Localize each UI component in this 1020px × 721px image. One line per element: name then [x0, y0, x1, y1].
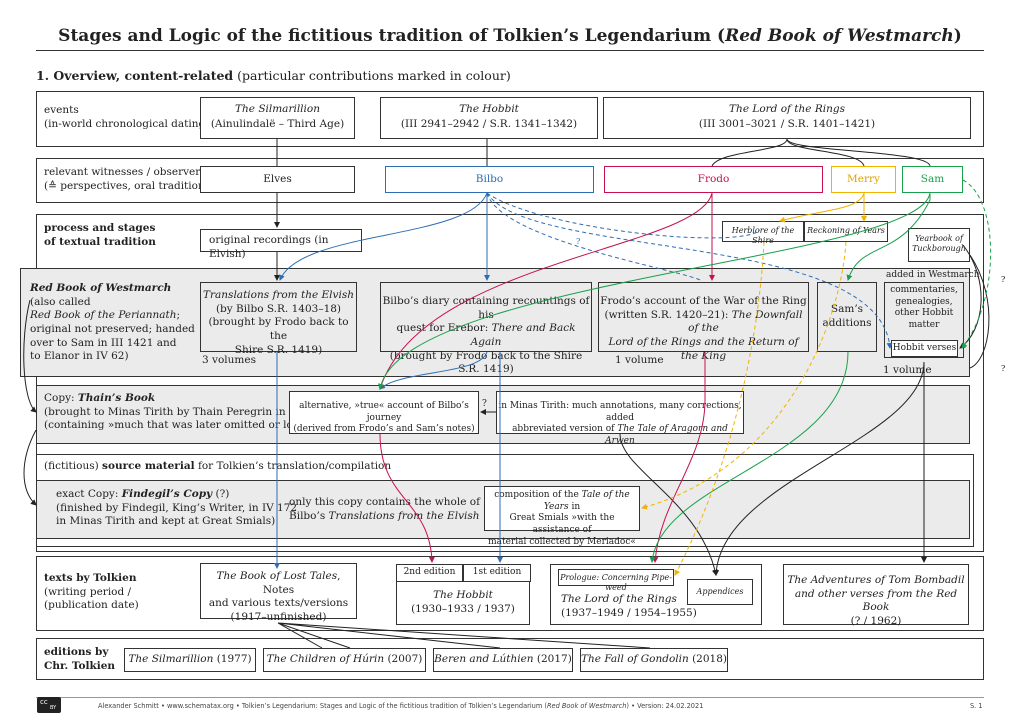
source-material-label: (fictitious) source material for Tolkien…	[44, 460, 392, 472]
title-divider	[36, 50, 984, 51]
alternative-account: alternative, »true« account of Bilbo’s j…	[289, 391, 479, 434]
thains-book-label: Copy: Thain’s Book (brought to Minas Tir…	[44, 392, 322, 432]
witness-bilbo: Bilbo	[385, 166, 594, 193]
footer-text: Alexander Schmitt • www.schematax.org • …	[98, 702, 704, 710]
events-label: events(in-world chronological dating)	[44, 104, 210, 130]
event-hobbit: The Hobbit (III 2941–2942 / S.R. 1341–13…	[380, 97, 598, 139]
witness-elves: Elves	[200, 166, 355, 193]
witness-sam: Sam	[902, 166, 963, 193]
q-mark-3: ?	[1001, 364, 1005, 373]
footer-rule	[36, 697, 984, 698]
volume-1: 1 volume	[615, 354, 664, 366]
event-silmarillion: The Silmarillion (Ainulindalë – Third Ag…	[200, 97, 355, 139]
reckoning-box: Reckoning of Years	[804, 221, 888, 242]
ct-fall-gondolin: The Fall of Gondolin (2018)	[580, 648, 728, 672]
frodo-account: Frodo’s account of the War of the Ring(w…	[598, 282, 809, 362]
section-heading: 1. Overview, content-related (particular…	[36, 68, 511, 83]
herblore-box: Herblore of the Shire	[722, 221, 804, 245]
minas-tirith-annotations: in Minas Tirith: much annotations, many …	[496, 391, 744, 446]
thain-question: ?	[482, 399, 487, 409]
only-copy-note: only this copy contains the whole of Bil…	[289, 496, 480, 522]
event-lotr: The Lord of the Rings (III 3001–3021 / S…	[603, 97, 971, 139]
findegil-label: exact Copy: Findegil’s Copy (?) (finishe…	[56, 488, 298, 528]
ct-beren-luthien: Beren and Lúthien (2017)	[433, 648, 573, 672]
page-number: S. 1	[970, 702, 983, 710]
ct-silmarillion: The Silmarillion (1977)	[124, 648, 256, 672]
original-recordings: original recordings (in Elvish)	[200, 229, 362, 260]
volume-1b: 1 volume	[883, 364, 932, 376]
page-title: Stages and Logic of the fictitious tradi…	[58, 26, 962, 46]
witnesses-label: relevant witnesses / observers(≙ perspec…	[44, 166, 209, 192]
link-thain-findegil	[23, 429, 37, 506]
added-westmarch: added in Westmarch	[886, 270, 980, 280]
volumes-3: 3 volumes	[202, 354, 256, 366]
ct-children-hurin: The Children of Húrin (2007)	[263, 648, 426, 672]
translations-elvish: Translations from the Elvish(by Bilbo S.…	[200, 282, 357, 356]
red-book-label: Red Book of Westmarch (also called Red B…	[30, 282, 195, 363]
witness-merry: Merry	[831, 166, 896, 193]
hobbit-verses: Hobbit verses	[891, 340, 958, 357]
cc-by-logo: cc BY	[37, 697, 61, 713]
the-hobbit-text: 2nd edition 1st edition The Hobbit(1930–…	[396, 564, 531, 625]
yearbook-box: Yearbook of Tuckborough	[908, 228, 970, 262]
lotr-text: Prologue: Concerning Pipe-weed Appendice…	[550, 564, 762, 625]
bilbo-diary: Bilbo’s diary containing recountings of …	[380, 282, 592, 375]
tolkien-label: texts by Tolkien(writing period /(public…	[44, 572, 139, 612]
witness-frodo: Frodo	[604, 166, 823, 193]
q-mark-2: ?	[1001, 275, 1005, 284]
